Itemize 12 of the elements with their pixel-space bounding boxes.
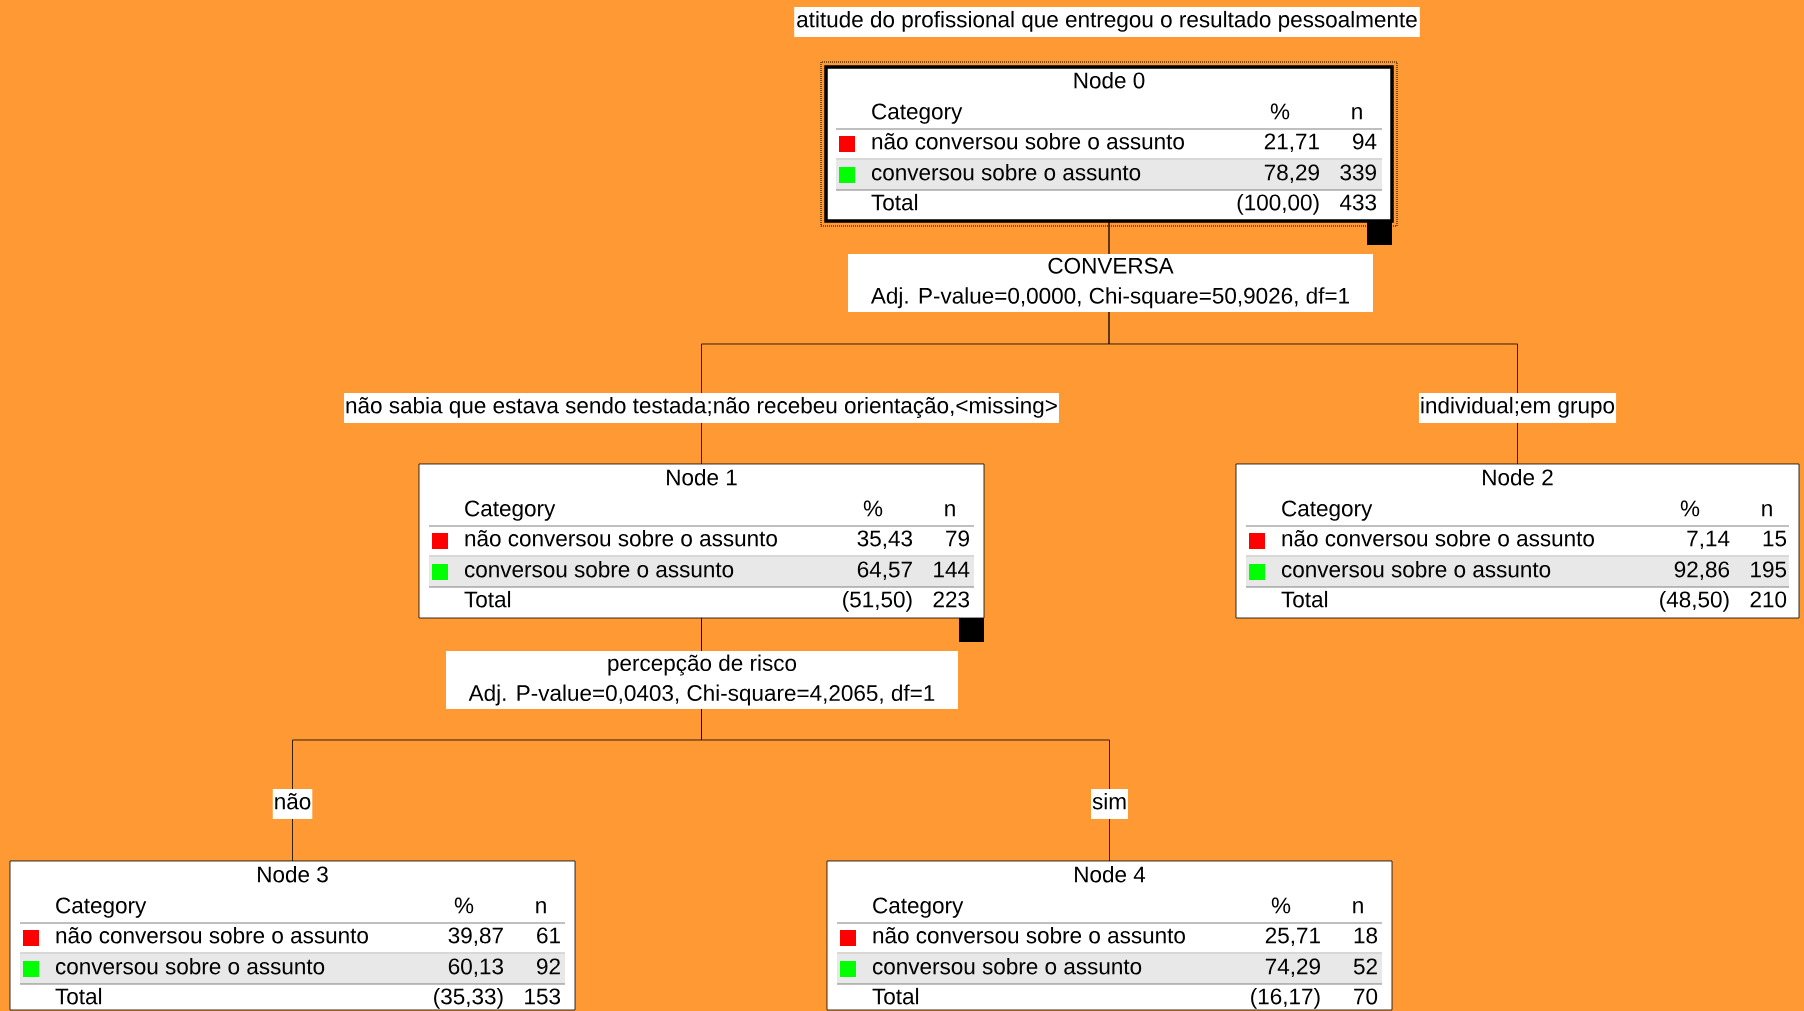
edge-label: não [272, 789, 313, 819]
node-table: Node 4 Category % n não conversou sobre o assunto 25,71 18 conversou sobre o assunto 74,29 52 Total (16,17) 70 [826, 860, 1393, 1011]
split-label: CONVERSA Adj. P-value=0,0000, Chi-square=50,9026, df=1 [848, 254, 1373, 312]
title: atitude do profissional que entregou o resultado pessoalmente [794, 7, 1420, 37]
node-table: Node 1 Category % n não conversou sobre o assunto 35,43 79 conversou sobre o assunto 64,57 144 Total (51,50) 223 [418, 463, 985, 619]
node-table: Node 3 Category % n não conversou sobre o assunto 39,87 61 conversou sobre o assunto 60,13 92 Total (35,33) 153 [9, 860, 576, 1011]
edge-label: individual;em grupo [1418, 393, 1617, 423]
edge-label: sim [1091, 789, 1128, 819]
split-label: percepção de risco Adj. P-value=0,0403, Chi-square=4,2065, df=1 [446, 651, 958, 709]
node-table: Node 2 Category % n não conversou sobre o assunto 7,14 15 conversou sobre o assunto 92,86 195 Total (48,50) 210 [1235, 463, 1800, 619]
node-table: Node 0 Category % n não conversou sobre o assunto 21,71 94 conversou sobre o assunto 78,29 339 Total (100,00) 433 [820, 61, 1398, 227]
edge-label: não sabia que estava sendo testada;não recebeu orientação,<missing> [344, 393, 1059, 423]
